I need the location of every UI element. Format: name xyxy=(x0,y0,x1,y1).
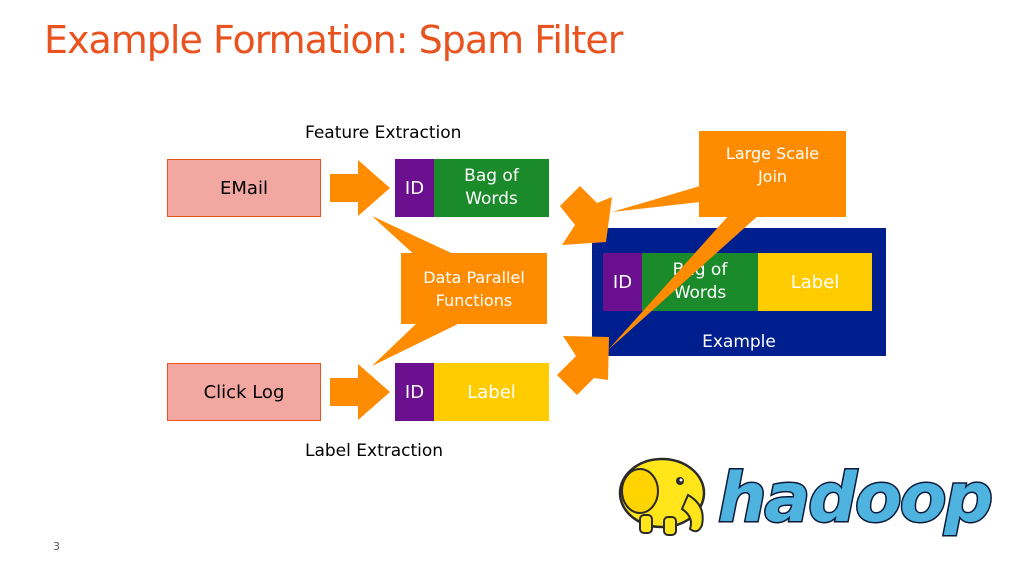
example-label-cell: Label xyxy=(758,253,872,311)
feature-bag-of-words-cell: Bag of Words xyxy=(434,159,549,217)
slide-title: Example Formation: Spam Filter xyxy=(44,18,623,62)
hadoop-elephant-logo: hadoop xyxy=(618,457,995,540)
hadoop-wordmark: hadoop xyxy=(718,459,991,538)
feature-extraction-caption: Feature Extraction xyxy=(305,123,462,143)
elephant-icon xyxy=(618,457,706,536)
example-id-cell: ID xyxy=(603,253,642,311)
clicklog-to-label-arrow xyxy=(330,364,390,420)
join-pointer-feature xyxy=(612,186,700,212)
email-to-feature-arrow xyxy=(330,160,390,216)
example-caption: Example xyxy=(702,332,776,352)
click-log-source-box: Click Log xyxy=(167,363,321,421)
data-parallel-callout: Data Parallel Functions xyxy=(401,253,547,324)
large-scale-join-callout: Large Scale Join xyxy=(699,131,846,217)
label-extraction-caption: Label Extraction xyxy=(305,441,444,461)
data-parallel-pointer-down xyxy=(372,322,462,366)
label-to-example-arrow xyxy=(557,336,609,395)
join-pointer-example xyxy=(608,214,760,350)
feature-id-cell: ID xyxy=(395,159,434,217)
feature-to-example-arrow xyxy=(560,186,612,245)
page-number: 3 xyxy=(53,540,60,553)
label-label-cell: Label xyxy=(434,363,549,421)
label-id-cell: ID xyxy=(395,363,434,421)
data-parallel-pointer-up xyxy=(372,216,462,258)
email-source-box: EMail xyxy=(167,159,321,217)
